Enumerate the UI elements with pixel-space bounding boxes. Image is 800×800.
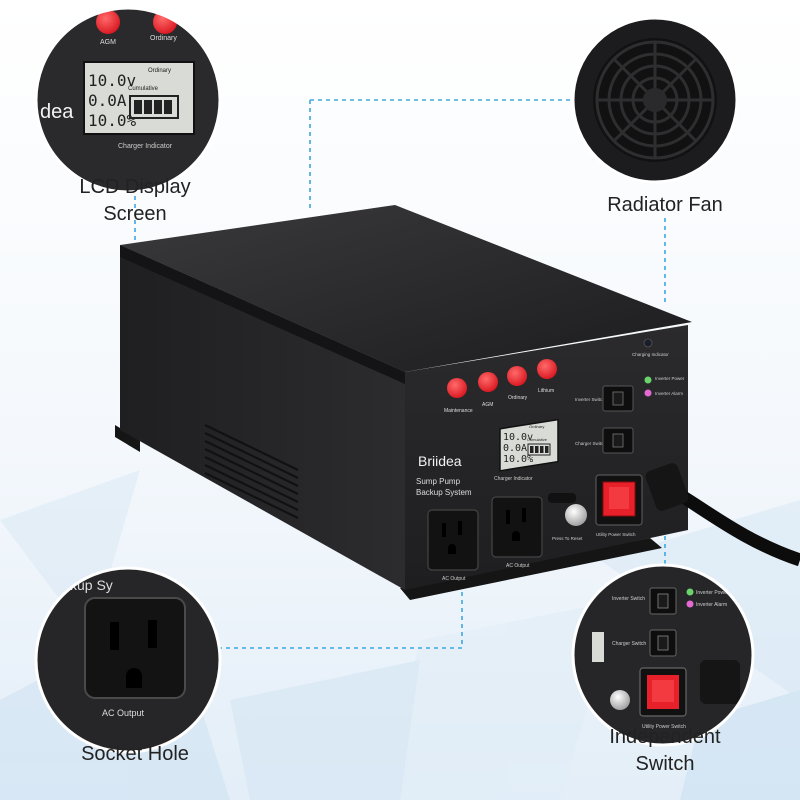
zoom-ordinary-label: Ordinary	[150, 35, 177, 42]
inverter-power-led	[644, 376, 652, 384]
ac-output-label-left: AC Output	[442, 576, 466, 582]
mounting-flange	[400, 538, 662, 600]
maintenance-label: Maintenance	[444, 408, 473, 414]
inverter-power-label: Inverter Power	[655, 376, 685, 381]
zoom-inverter-switch-label: Inverter Switch	[612, 596, 645, 602]
outlet-slot-icon	[110, 622, 119, 650]
zoom-socket-circle: kup Sy AC Output	[34, 566, 222, 754]
lcd-mode: Ordinary	[529, 424, 544, 429]
lcd-current: 0.0A	[503, 443, 527, 454]
ac-outlet-right	[491, 496, 543, 558]
zoom-lcd-cumulative: Cumulative	[128, 86, 159, 92]
outlet-slot-icon	[148, 620, 157, 648]
ordinary-label: Ordinary	[508, 395, 528, 401]
device: Maintenance AGM Ordinary Lithium Chargin…	[115, 205, 800, 600]
charger-indicator-label: Charger Indicator	[494, 476, 533, 482]
lcd-callout: LCD Display Screen	[60, 174, 210, 228]
zoom-inverter-alarm-label: Inverter Alarm	[696, 602, 727, 608]
inverter-switch-label: Inverter Switch	[575, 397, 605, 402]
charging-indicator-label: Charging Indicator	[632, 352, 669, 357]
socket-callout-text: Socket Hole	[81, 743, 189, 765]
agm-label: AGM	[482, 402, 493, 408]
switch-callout-line1: Independent	[609, 726, 721, 748]
zoom-lcd-voltage: 10.0v	[88, 71, 136, 90]
lcd-percent: 10.0%	[503, 454, 533, 465]
maintenance-button[interactable]	[447, 378, 467, 398]
lcd-callout-line2: Screen	[103, 203, 167, 225]
socket-callout: Socket Hole	[60, 741, 210, 768]
battery-icon	[527, 443, 551, 456]
zoom-inverter-power-label: Inverter Power	[696, 590, 729, 596]
lcd-voltage: 10.0v	[503, 432, 533, 443]
zoom-charger-indicator: Charger Indicator	[118, 143, 173, 150]
device-lid	[120, 205, 692, 372]
ac-outlet-left	[427, 509, 479, 571]
ac-output-label-right: AC Output	[506, 563, 530, 569]
zoom-brand: dea	[40, 101, 74, 123]
zoom-lcd-circle: ance AGM Ordinary 10.0v 0.0A 10.0% Ordin…	[30, 6, 222, 194]
zoom-lcd-mode: Ordinary	[148, 68, 171, 74]
fan-callout: Radiator Fan	[575, 192, 755, 219]
zoom-switch-circle: Inverter Switch Inverter Power Inverter …	[571, 563, 755, 747]
model-line-2: Backup System	[416, 488, 472, 497]
zoom-charger-switch-label: Charger Switch	[612, 641, 646, 647]
agm-button[interactable]	[478, 372, 498, 392]
device-lcd: 10.0v 0.0A 10.0% Ordinary Cumulative	[499, 418, 559, 472]
lcd-cumulative: Cumulative	[527, 437, 548, 442]
zoom-agm-label: AGM	[100, 39, 116, 46]
cord-gland	[645, 463, 689, 511]
zoom-utility-switch-label: Utility Power Switch	[642, 724, 686, 730]
zoom-battery-icon	[129, 95, 179, 119]
side-vents	[204, 424, 299, 519]
inverter-alarm-led	[644, 389, 652, 397]
device-side	[120, 245, 405, 590]
zoom-maintenance-label: ance	[30, 43, 45, 50]
charger-switch-label: Charger Switch	[575, 441, 606, 446]
charging-indicator-led	[643, 338, 653, 348]
utility-power-switch-label: Utility Power Switch	[596, 532, 636, 537]
switch-callout-line2: Switch	[635, 753, 695, 775]
reset-button[interactable]	[565, 504, 587, 526]
lithium-button[interactable]	[537, 359, 557, 379]
outlet-ground-icon	[126, 668, 142, 688]
ordinary-button[interactable]	[507, 366, 527, 386]
model-line-1: Sump Pump	[416, 477, 461, 486]
lithium-label: Lithium	[538, 388, 554, 394]
zoom-lcd-percent: 10.0%	[88, 111, 137, 130]
brand-name: Briidea	[418, 453, 462, 469]
inverter-alarm-label: Inverter Alarm	[655, 391, 683, 396]
zoom-lcd-current: 0.0A	[88, 91, 127, 110]
leader-socket	[210, 590, 463, 649]
press-to-reset-label: Press To Reset	[552, 536, 583, 541]
zoom-ac-output-label: AC Output	[102, 708, 145, 718]
switch-callout: Independent Switch	[575, 724, 755, 778]
lcd-callout-line1: LCD Display	[79, 176, 191, 198]
zoom-fan-circle	[571, 16, 739, 184]
fan-callout-text: Radiator Fan	[607, 194, 723, 216]
